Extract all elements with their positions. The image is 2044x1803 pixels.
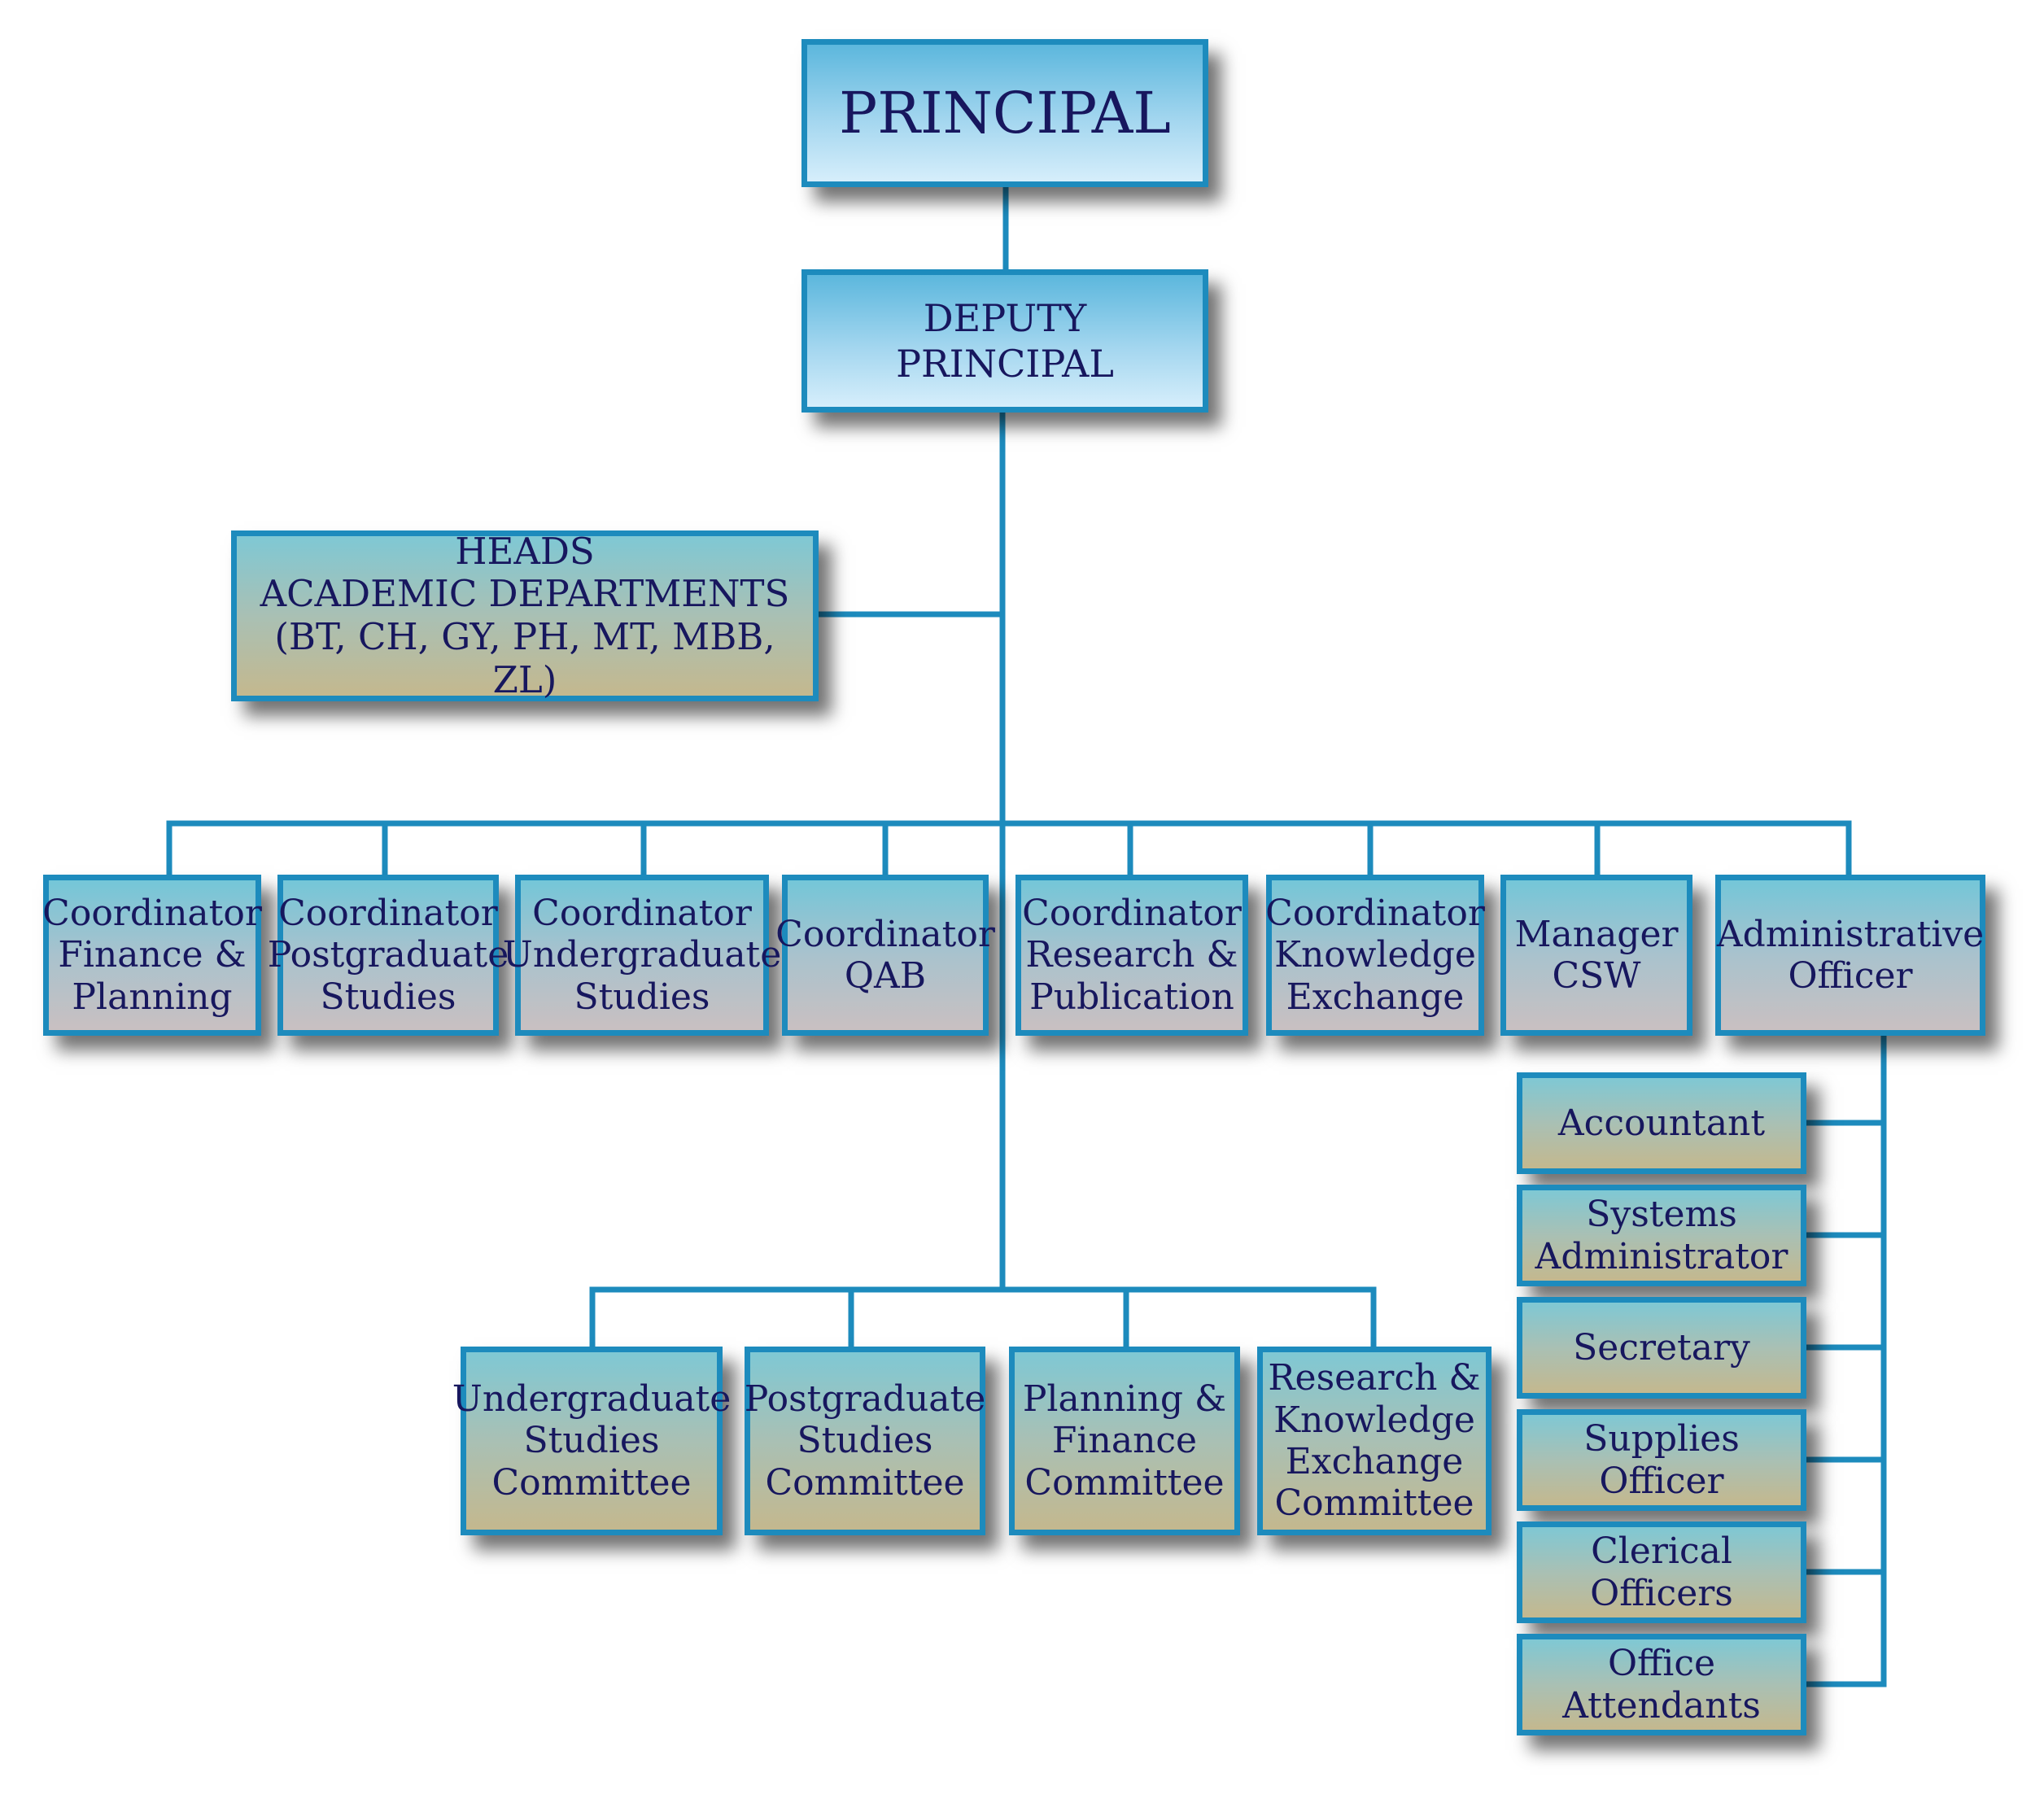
coordinator-postgraduate-studies-box: Coordinator Postgraduate Studies: [268, 875, 509, 1036]
administrative-officer-box: Administrative Officer: [1715, 875, 1985, 1036]
coordinator-label: Coordinator Research & Publication: [1022, 893, 1242, 1018]
coordinator-finance-planning-box: Coordinator Finance & Planning: [42, 875, 262, 1036]
coordinator-label: Coordinator Finance & Planning: [42, 893, 262, 1018]
staff-label: Supplies Officer: [1583, 1417, 1740, 1502]
principal-box: PRINCIPAL: [801, 39, 1208, 187]
planning-finance-committee-box: Planning & Finance Committee: [1009, 1347, 1240, 1535]
manager-csw-box: Manager CSW: [1500, 875, 1692, 1036]
heads-academic-departments-box: HEADS ACADEMIC DEPARTMENTS (BT, CH, GY, …: [231, 530, 819, 701]
office-attendants-box: Office Attendants: [1517, 1634, 1806, 1735]
coordinator-label: Coordinator Undergraduate Studies: [502, 893, 782, 1018]
staff-label: Accountant: [1557, 1102, 1766, 1144]
heads-academic-departments-label: HEADS ACADEMIC DEPARTMENTS (BT, CH, GY, …: [260, 529, 790, 701]
deputy-principal-label: DEPUTY PRINCIPAL: [896, 295, 1114, 386]
staff-label: Clerical Officers: [1590, 1530, 1733, 1614]
committee-label: Planning & Finance Committee: [1022, 1377, 1227, 1504]
systems-administrator-box: Systems Administrator: [1517, 1185, 1806, 1286]
clerical-officers-box: Clerical Officers: [1517, 1521, 1806, 1623]
coordinator-research-publication-box: Coordinator Research & Publication: [1015, 875, 1248, 1036]
committee-label: Undergraduate Studies Committee: [452, 1377, 732, 1504]
accountant-box: Accountant: [1517, 1072, 1806, 1174]
staff-label: Secretary: [1573, 1326, 1750, 1369]
supplies-officer-box: Supplies Officer: [1517, 1409, 1806, 1511]
coordinator-label: Administrative Officer: [1716, 913, 1985, 997]
secretary-box: Secretary: [1517, 1297, 1806, 1399]
coordinator-undergraduate-studies-box: Coordinator Undergraduate Studies: [503, 875, 781, 1036]
committee-label: Research & Knowledge Exchange Committee: [1268, 1357, 1481, 1525]
coordinator-label: Coordinator Knowledge Exchange: [1265, 893, 1485, 1018]
undergraduate-studies-committee-box: Undergraduate Studies Committee: [452, 1347, 731, 1535]
staff-label: Office Attendants: [1562, 1642, 1761, 1727]
deputy-principal-box: DEPUTY PRINCIPAL: [801, 269, 1208, 413]
research-knowledge-exchange-committee-box: Research & Knowledge Exchange Committee: [1257, 1347, 1492, 1535]
coordinator-label: Coordinator QAB: [775, 913, 995, 997]
committee-label: Postgraduate Studies Committee: [744, 1377, 986, 1504]
principal-label: PRINCIPAL: [839, 79, 1171, 146]
coordinator-knowledge-exchange-box: Coordinator Knowledge Exchange: [1265, 875, 1485, 1036]
coordinator-label: Coordinator Postgraduate Studies: [267, 893, 509, 1018]
coordinator-qab-box: Coordinator QAB: [775, 875, 995, 1036]
coordinator-label: Manager CSW: [1514, 913, 1679, 997]
postgraduate-studies-committee-box: Postgraduate Studies Committee: [745, 1347, 985, 1535]
staff-label: Systems Administrator: [1535, 1193, 1788, 1277]
